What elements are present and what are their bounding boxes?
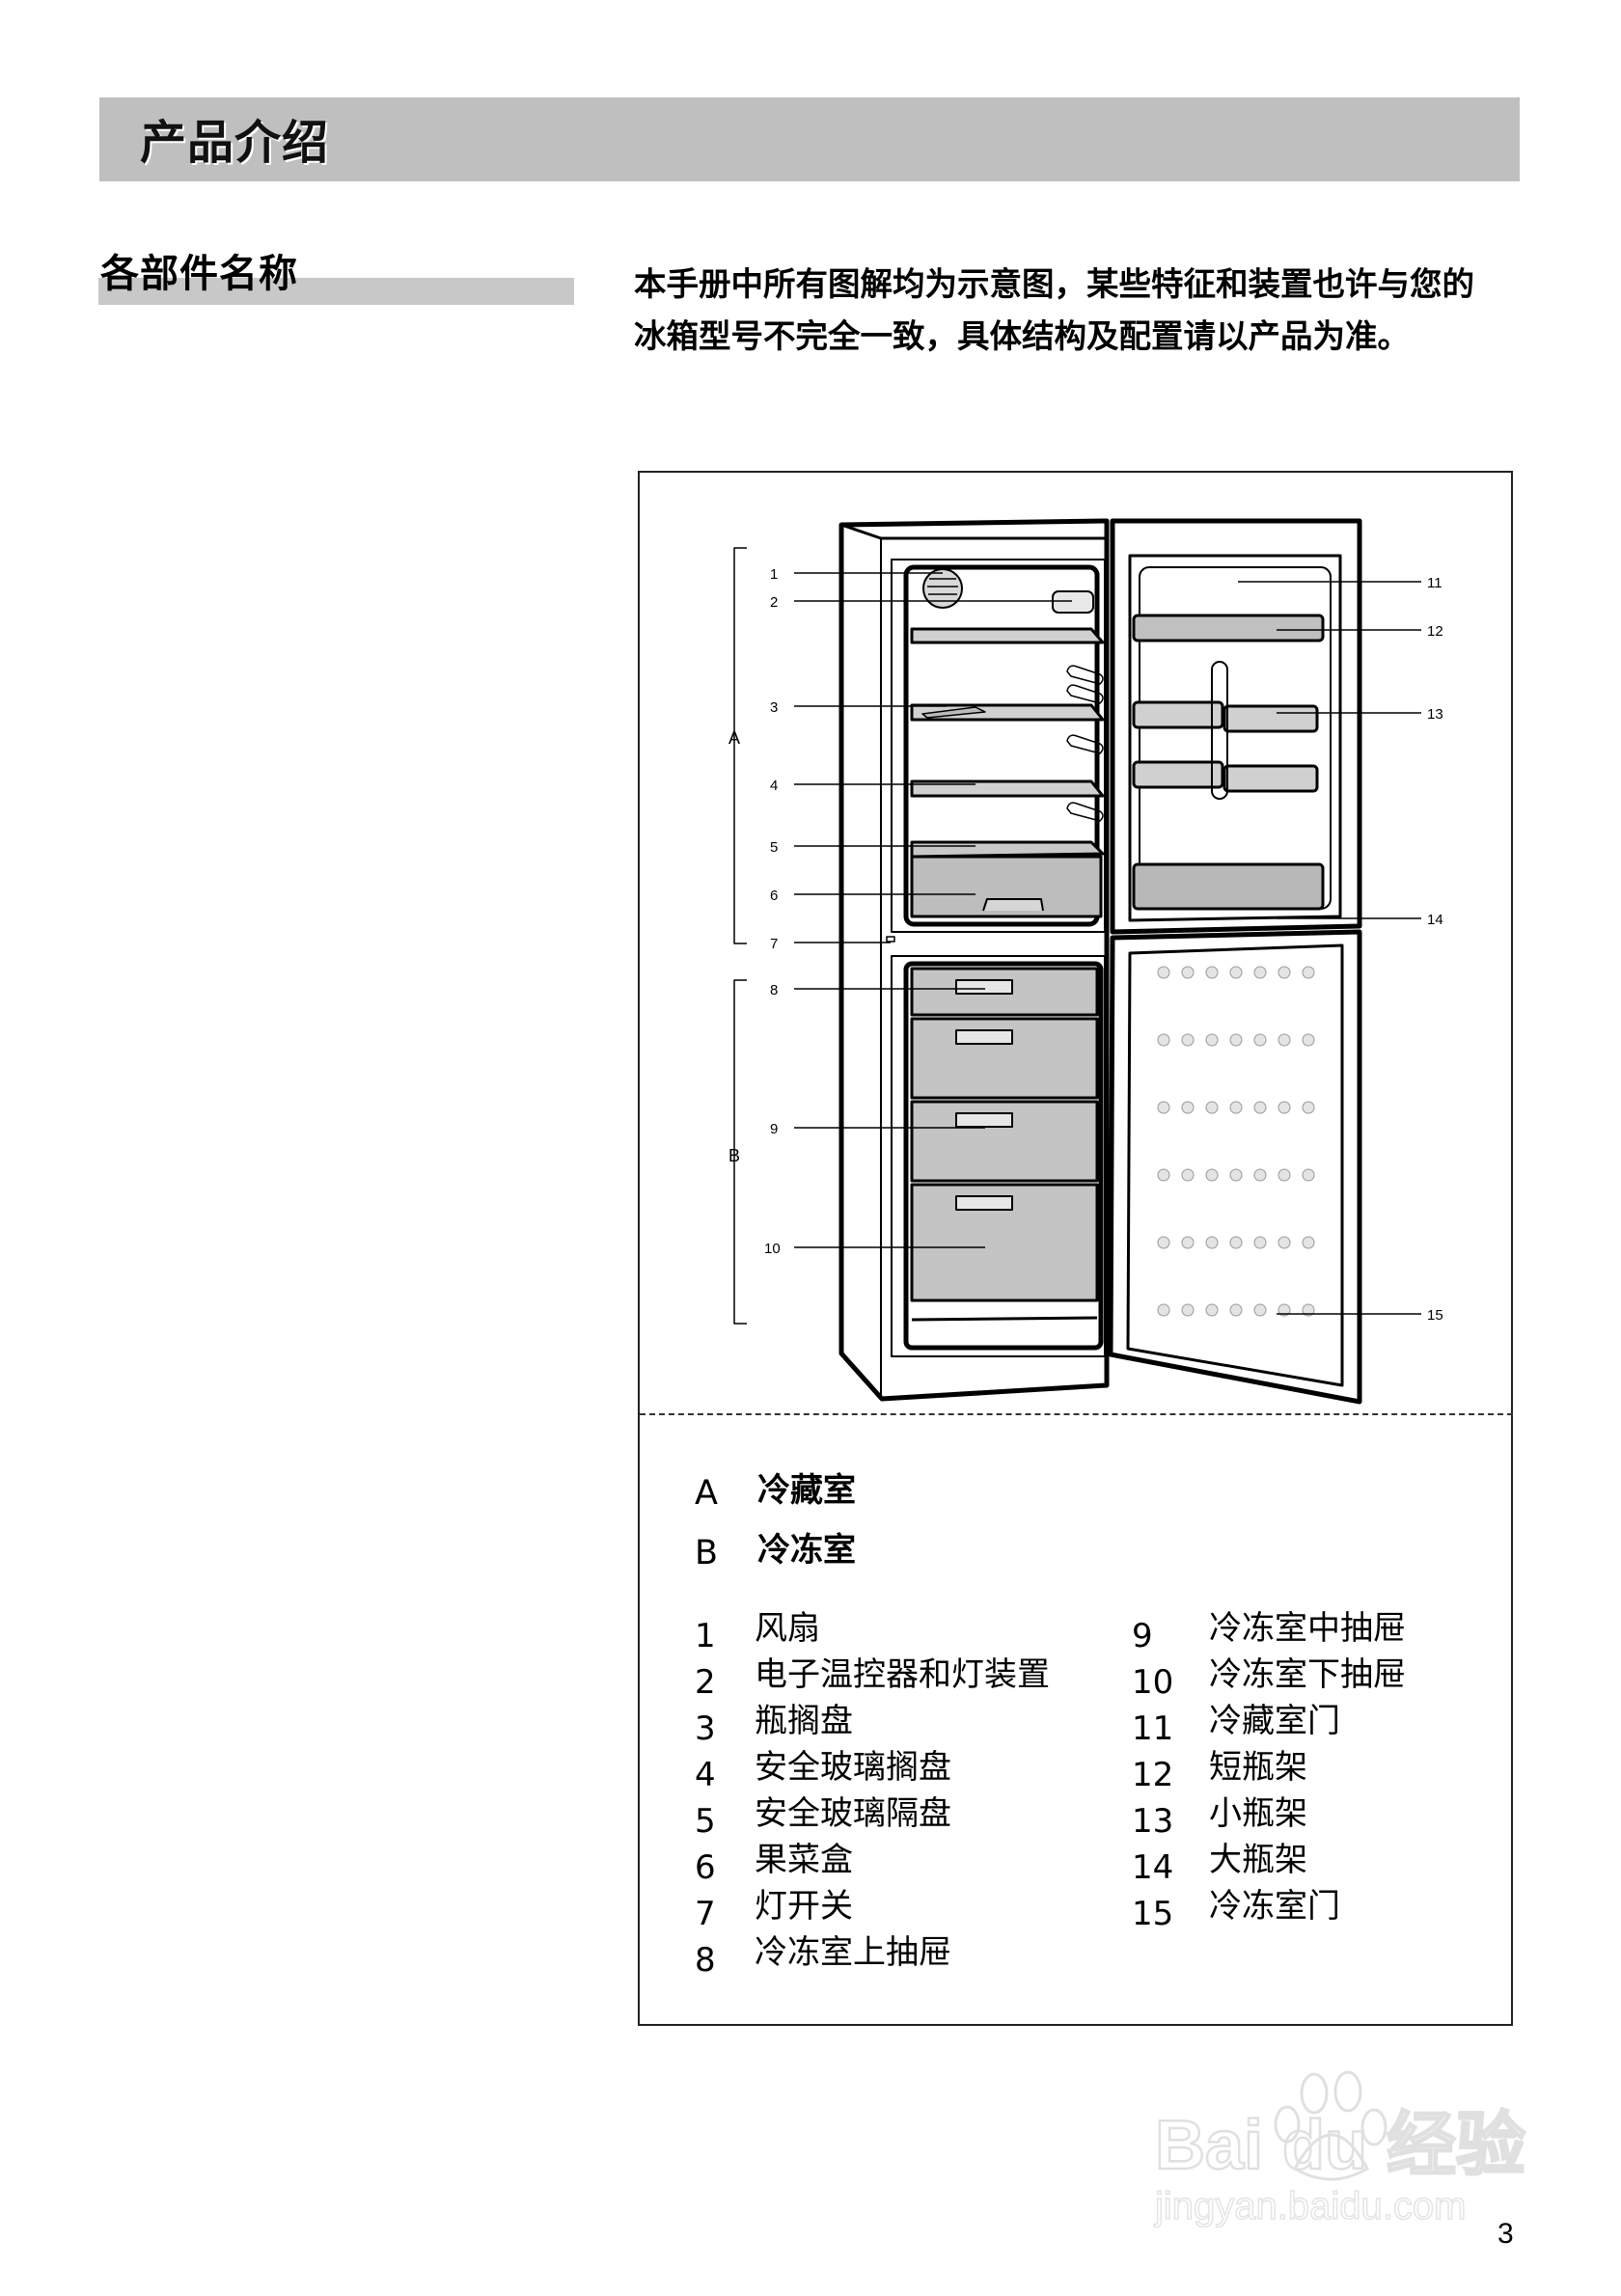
legend-item-label: 大瓶架 <box>1209 1841 1307 1879</box>
svg-text:9: 9 <box>770 1121 778 1137</box>
legend-item-label: 冷冻室中抽屉 <box>1209 1609 1406 1648</box>
svg-text:15: 15 <box>1427 1307 1443 1324</box>
fig-group-a-letter: A <box>728 728 740 748</box>
svg-text:10: 10 <box>764 1241 781 1257</box>
fridge-illustration: A B 1 2 3 4 5 6 7 8 9 10 11 12 13 14 15 <box>728 518 1443 1405</box>
svg-text:2: 2 <box>770 594 778 611</box>
svg-text:12: 12 <box>1427 623 1443 640</box>
legend-item-label: 冷冻室门 <box>1209 1887 1340 1926</box>
legend-group-b-key: B <box>695 1534 719 1572</box>
legend-item-label: 瓶搁盘 <box>755 1702 853 1740</box>
legend-item-label: 安全玻璃隔盘 <box>755 1794 951 1833</box>
legend-item-label: 冷冻室下抽屉 <box>1209 1655 1406 1694</box>
legend-item-num: 7 <box>695 1895 716 1933</box>
svg-text:4: 4 <box>770 778 778 794</box>
legend-item-num: 15 <box>1132 1895 1174 1933</box>
legend-item-label: 小瓶架 <box>1209 1794 1307 1833</box>
legend-item-label: 冷冻室上抽屉 <box>755 1933 951 1972</box>
figure-frame <box>638 471 1513 2026</box>
legend-group-a-label: 冷藏室 <box>757 1471 856 1510</box>
svg-text:14: 14 <box>1427 912 1443 928</box>
legend-item-label: 安全玻璃搁盘 <box>755 1748 951 1787</box>
section-title: 各部件名称 <box>100 252 298 296</box>
svg-text:1: 1 <box>770 566 778 583</box>
fig-group-b-letter: B <box>728 1146 740 1165</box>
legend-item-num: 3 <box>695 1709 716 1748</box>
legend-item-num: 13 <box>1132 1802 1174 1841</box>
svg-text:6: 6 <box>770 888 778 904</box>
chapter-title: 产品介绍 <box>140 116 330 170</box>
chapter-header-bar <box>99 97 1520 181</box>
fig-callouts-right: 11 12 13 14 15 <box>1427 575 1443 1324</box>
legend-item-label: 电子温控器和灯装置 <box>755 1655 1050 1694</box>
legend-item-label: 果菜盒 <box>755 1841 853 1879</box>
legend-item-num: 2 <box>695 1663 716 1702</box>
svg-text:7: 7 <box>770 936 778 952</box>
page-number: 3 <box>1497 2218 1514 2250</box>
baidu-jingyan-watermark: Bai du 经验 jingyan.baidu.com <box>1153 2070 1526 2228</box>
intro-text-line-2: 冰箱型号不完全一致，具体结构及配置请以产品为准。 <box>634 317 1410 355</box>
legend-item-num: 9 <box>1132 1617 1153 1655</box>
svg-text:jingyan.baidu.com: jingyan.baidu.com <box>1154 2185 1466 2228</box>
legend-item-num: 8 <box>695 1941 716 1980</box>
svg-text:8: 8 <box>770 982 778 998</box>
legend-item-num: 12 <box>1132 1756 1174 1794</box>
legend-item-num: 11 <box>1132 1709 1174 1748</box>
svg-text:Bai du 经验: Bai du 经验 <box>1155 2107 1525 2184</box>
svg-text:3: 3 <box>770 699 778 716</box>
svg-text:13: 13 <box>1427 706 1443 723</box>
legend-item-num: 1 <box>695 1617 716 1655</box>
legend-item-label: 风扇 <box>755 1609 820 1648</box>
svg-text:5: 5 <box>770 839 778 856</box>
svg-text:11: 11 <box>1427 575 1442 591</box>
legend-item-num: 6 <box>695 1848 716 1887</box>
legend-item-num: 4 <box>695 1756 716 1794</box>
intro-text-line-1: 本手册中所有图解均为示意图，某些特征和装置也许与您的 <box>634 265 1474 303</box>
paw-icon <box>1274 2070 1387 2181</box>
figure-divider <box>640 1413 1513 1415</box>
section-title-bar <box>98 278 574 305</box>
legend-item-num: 14 <box>1132 1848 1174 1887</box>
legend-item-label: 灯开关 <box>755 1887 853 1926</box>
legend-item-num: 5 <box>695 1802 716 1841</box>
legend-item-label: 短瓶架 <box>1209 1748 1307 1787</box>
legend-item-label: 冷藏室门 <box>1209 1702 1340 1740</box>
legend-item-num: 10 <box>1132 1663 1174 1702</box>
legend-group-b-label: 冷冻室 <box>757 1531 856 1570</box>
legend-group-a-key: A <box>695 1474 718 1513</box>
fig-callouts-left: 1 2 3 4 5 6 7 8 9 10 <box>764 566 781 1257</box>
